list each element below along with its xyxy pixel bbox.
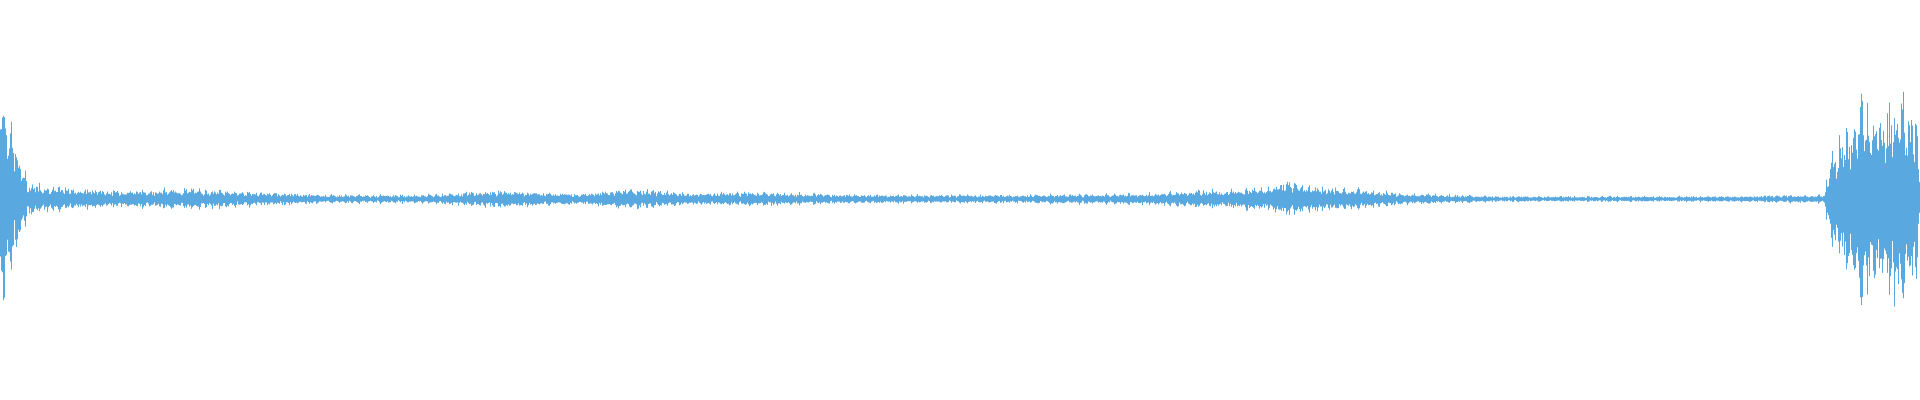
waveform-samples <box>0 91 1920 307</box>
